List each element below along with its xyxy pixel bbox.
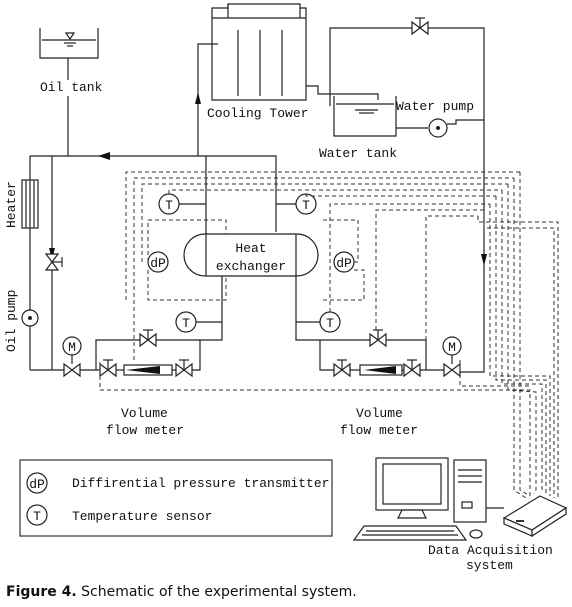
heat-exchanger-label-1: Heat	[235, 241, 266, 256]
legend-box: dP Diffirential pressure transmitter T T…	[19, 459, 333, 537]
valve-left-2-icon	[175, 359, 193, 378]
temperature-sensor-bottom-left: T	[175, 311, 222, 333]
svg-text:dP: dP	[150, 256, 166, 271]
temperature-sensor-bottom-right: T	[296, 311, 341, 333]
svg-text:M: M	[448, 340, 456, 355]
heater-icon	[21, 179, 39, 229]
flow-meter-right-label-1: Volume	[356, 406, 403, 421]
figure-caption-text: Schematic of the experimental system.	[76, 584, 357, 600]
flow-arrow-icon	[481, 254, 487, 266]
signal-lines	[99, 171, 559, 500]
flow-meter-left-label-2: flow meter	[106, 423, 184, 438]
svg-text:T: T	[165, 198, 173, 213]
valve-left-bypass-icon	[139, 329, 157, 348]
oil-pump-label: Oil pump	[4, 290, 19, 352]
cooling-tower-label: Cooling Tower	[207, 106, 308, 121]
valve-bypass-icon	[44, 253, 63, 271]
svg-text:T: T	[182, 316, 190, 331]
figure-caption: Figure 4. Schematic of the experimental …	[6, 584, 357, 600]
heat-exchanger	[183, 233, 319, 277]
oil-tank	[39, 28, 99, 59]
flow-meter-right-label-2: flow meter	[340, 423, 418, 438]
daq-label-2: system	[466, 558, 513, 573]
flow-meter-right-icon	[359, 364, 403, 376]
temperature-sensor-top-right: T	[276, 193, 317, 215]
svg-text:T: T	[302, 198, 310, 213]
legend-symbol-dp: dP	[29, 477, 45, 492]
heat-exchanger-label-2: exchanger	[216, 259, 286, 274]
motor-valve-left: M	[62, 336, 82, 378]
flow-arrow-icon	[98, 152, 110, 160]
water-tank-label: Water tank	[319, 146, 397, 161]
valve-top-icon	[411, 17, 429, 36]
legend-text-t: Temperature sensor	[72, 509, 212, 524]
flow-arrow-icon	[195, 92, 201, 104]
legend-symbol-t: T	[33, 509, 41, 524]
daq-device-icon	[502, 495, 568, 538]
valve-right-bypass-icon	[369, 329, 387, 348]
water-tank	[333, 96, 397, 137]
oil-pump-icon	[21, 309, 39, 327]
valve-right-1-icon	[333, 359, 351, 378]
svg-text:M: M	[68, 340, 76, 355]
flow-meter-left-icon	[123, 364, 173, 376]
water-pump-icon	[396, 118, 484, 138]
flow-meter-left-label-1: Volume	[121, 406, 168, 421]
pressure-transmitter-right: dP	[333, 251, 355, 273]
figure-caption-prefix: Figure 4.	[6, 584, 77, 600]
valve-left-1-icon	[99, 359, 117, 378]
svg-text:dP: dP	[336, 256, 352, 271]
cooling-tower	[211, 3, 307, 101]
pressure-transmitter-left: dP	[147, 251, 169, 273]
motor-valve-right: M	[442, 336, 462, 378]
daq-label-1: Data Acquisition	[428, 543, 553, 558]
temperature-sensor-top-left: T	[158, 193, 206, 215]
computer-icon	[352, 457, 504, 541]
svg-text:T: T	[326, 316, 334, 331]
water-pump-label: Water pump	[396, 99, 474, 114]
valve-right-2-icon	[403, 359, 421, 378]
oil-tank-label: Oil tank	[40, 80, 103, 95]
legend-text-dp: Diffirential pressure transmitter	[72, 476, 329, 491]
heater-label: Heater	[4, 181, 19, 228]
